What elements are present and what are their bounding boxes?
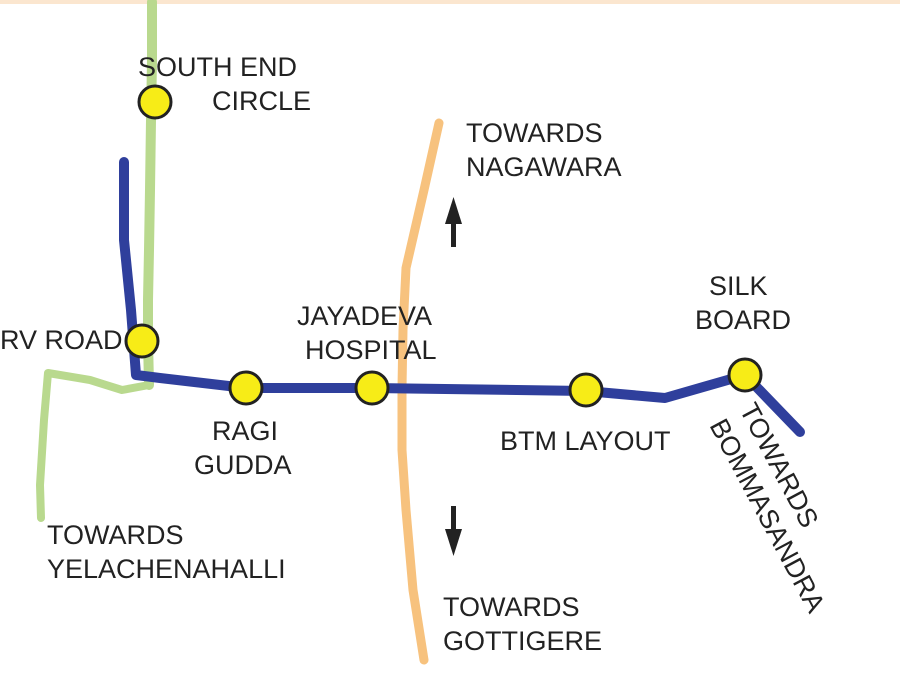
arrow-down-icon (445, 506, 462, 556)
label-line-2: HOSPITAL (305, 335, 437, 365)
label-line-2: GOTTIGERE (443, 626, 603, 656)
label-line-2: GUDDA (194, 450, 292, 480)
label-ragi-gudda: RAGI GUDDA (194, 414, 292, 482)
label-silk-board: SILK BOARD (695, 269, 791, 337)
label-line-1: RAGI (212, 416, 279, 446)
label-line-1: RV ROAD (0, 325, 123, 355)
label-line-1: JAYADEVA (297, 301, 433, 331)
label-line-1: TOWARDS (466, 118, 603, 148)
label-jayadeva-hospital: JAYADEVA HOSPITAL (297, 299, 437, 367)
label-rv-road: RV ROAD (0, 323, 123, 357)
arrow-up-icon (445, 197, 462, 247)
label-btm-layout: BTM LAYOUT (500, 424, 671, 458)
label-towards-yelachenahalli: TOWARDS YELACHENAHALLI (47, 518, 286, 586)
label-line-1: TOWARDS (443, 592, 580, 622)
label-towards-gottigere: TOWARDS GOTTIGERE (443, 590, 602, 658)
label-line-1: BTM LAYOUT (500, 426, 671, 456)
label-line-2: BOARD (695, 305, 792, 335)
top-border (0, 0, 900, 4)
station-btm-layout (568, 372, 604, 408)
station-silk-board (727, 357, 763, 393)
label-south-end-circle: SOUTH END CIRCLE (138, 50, 311, 118)
station-rv-road (124, 323, 160, 359)
label-towards-nagawara: TOWARDS NAGAWARA (466, 116, 622, 184)
label-line-2: NAGAWARA (466, 152, 622, 182)
label-line-1: SILK (709, 271, 768, 301)
label-line-1: SOUTH END (138, 52, 298, 82)
station-south-end-circle (137, 84, 173, 120)
label-line-2: CIRCLE (212, 86, 312, 116)
station-ragi-gudda (228, 370, 264, 406)
station-jayadeva-hospital (354, 370, 390, 406)
label-line-2: YELACHENAHALLI (47, 554, 286, 584)
label-line-1: TOWARDS (47, 520, 184, 550)
green-line-south (36, 369, 153, 522)
